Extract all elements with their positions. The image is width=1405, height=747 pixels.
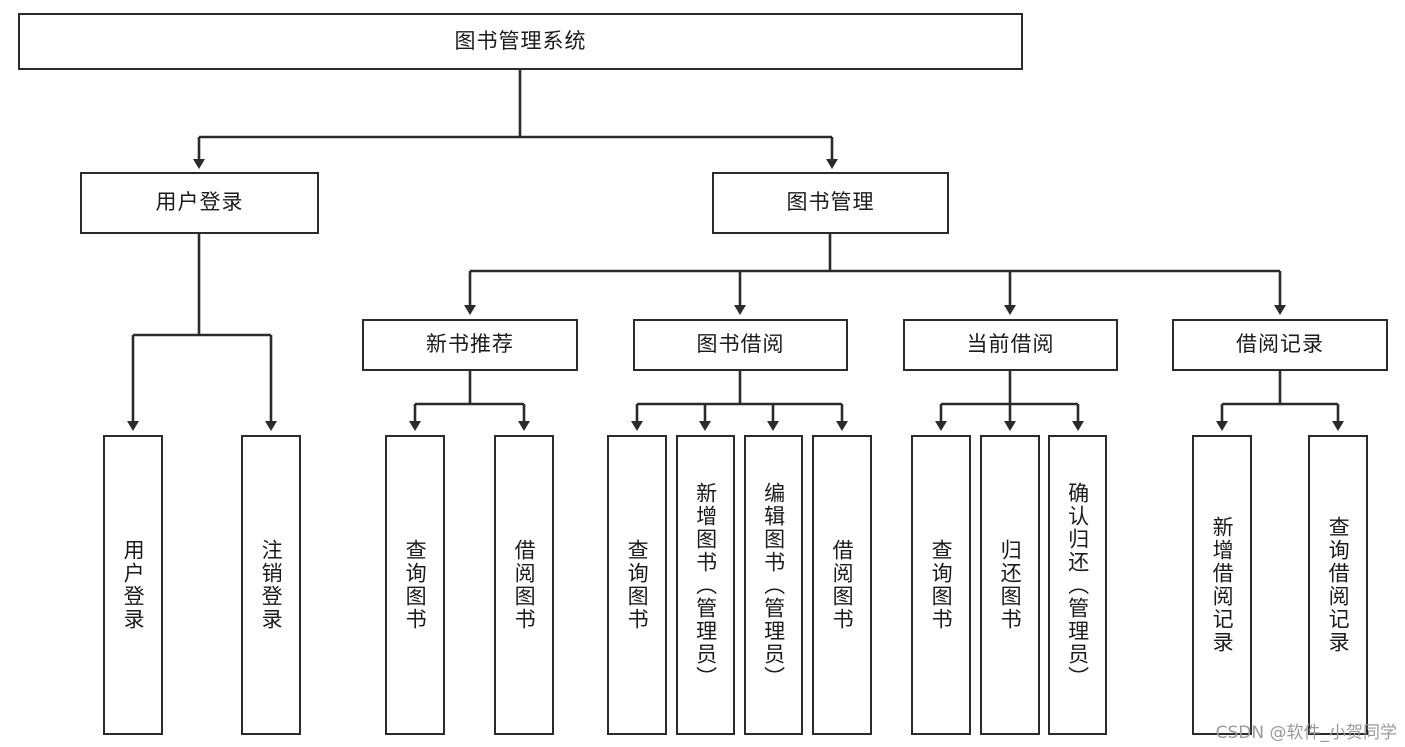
node-borrow-record[interactable]: 借阅记录 <box>1172 319 1388 371</box>
node-leaf-query-book-1[interactable]: 查询图书 <box>385 435 445 735</box>
node-book-borrow[interactable]: 图书借阅 <box>633 319 848 371</box>
node-leaf-add-book[interactable]: 新增图书（管理员） <box>676 435 735 735</box>
node-current-borrow[interactable]: 当前借阅 <box>903 319 1118 371</box>
watermark-text: CSDN @软件_小贺同学 <box>1215 723 1397 743</box>
node-leaf-return-book[interactable]: 归还图书 <box>980 435 1040 735</box>
node-leaf-borrow-book-2-label: 借阅图书 <box>830 539 855 631</box>
node-leaf-borrow-book-2[interactable]: 借阅图书 <box>812 435 872 735</box>
node-leaf-borrow-book-1[interactable]: 借阅图书 <box>494 435 554 735</box>
node-current-borrow-label: 当前借阅 <box>966 332 1055 357</box>
node-leaf-add-book-label: 新增图书（管理员） <box>693 481 718 689</box>
node-leaf-add-record-label: 新增借阅记录 <box>1210 516 1235 654</box>
node-user-login-label: 用户登录 <box>155 190 244 215</box>
node-borrow-record-label: 借阅记录 <box>1236 332 1324 357</box>
node-leaf-confirm-return[interactable]: 确认归还（管理员） <box>1048 435 1107 735</box>
node-new-book-recommend-label: 新书推荐 <box>426 332 514 357</box>
node-leaf-borrow-book-1-label: 借阅图书 <box>512 539 537 631</box>
node-leaf-user-login[interactable]: 用户登录 <box>103 435 163 735</box>
node-root-label: 图书管理系统 <box>454 28 587 53</box>
node-leaf-logout[interactable]: 注销登录 <box>241 435 301 735</box>
node-user-login[interactable]: 用户登录 <box>80 172 319 234</box>
node-leaf-query-book-1-label: 查询图书 <box>403 539 428 631</box>
node-book-manage[interactable]: 图书管理 <box>712 172 949 234</box>
node-leaf-query-book-2-label: 查询图书 <box>625 539 650 631</box>
node-leaf-query-book-3[interactable]: 查询图书 <box>911 435 971 735</box>
node-leaf-edit-book-label: 编辑图书（管理员） <box>761 481 786 689</box>
node-book-manage-label: 图书管理 <box>786 190 875 215</box>
node-leaf-query-record[interactable]: 查询借阅记录 <box>1308 435 1368 735</box>
node-book-borrow-label: 图书借阅 <box>696 332 785 357</box>
node-leaf-query-book-3-label: 查询图书 <box>929 539 954 631</box>
node-leaf-query-book-2[interactable]: 查询图书 <box>607 435 667 735</box>
node-root[interactable]: 图书管理系统 <box>18 13 1023 70</box>
node-new-book-recommend[interactable]: 新书推荐 <box>362 319 578 371</box>
node-leaf-edit-book[interactable]: 编辑图书（管理员） <box>744 435 803 735</box>
node-leaf-user-login-label: 用户登录 <box>121 539 146 631</box>
node-leaf-add-record[interactable]: 新增借阅记录 <box>1192 435 1252 735</box>
node-leaf-logout-label: 注销登录 <box>259 539 284 631</box>
node-leaf-return-book-label: 归还图书 <box>998 539 1023 631</box>
node-leaf-query-record-label: 查询借阅记录 <box>1326 516 1351 654</box>
node-leaf-confirm-return-label: 确认归还（管理员） <box>1065 481 1090 689</box>
